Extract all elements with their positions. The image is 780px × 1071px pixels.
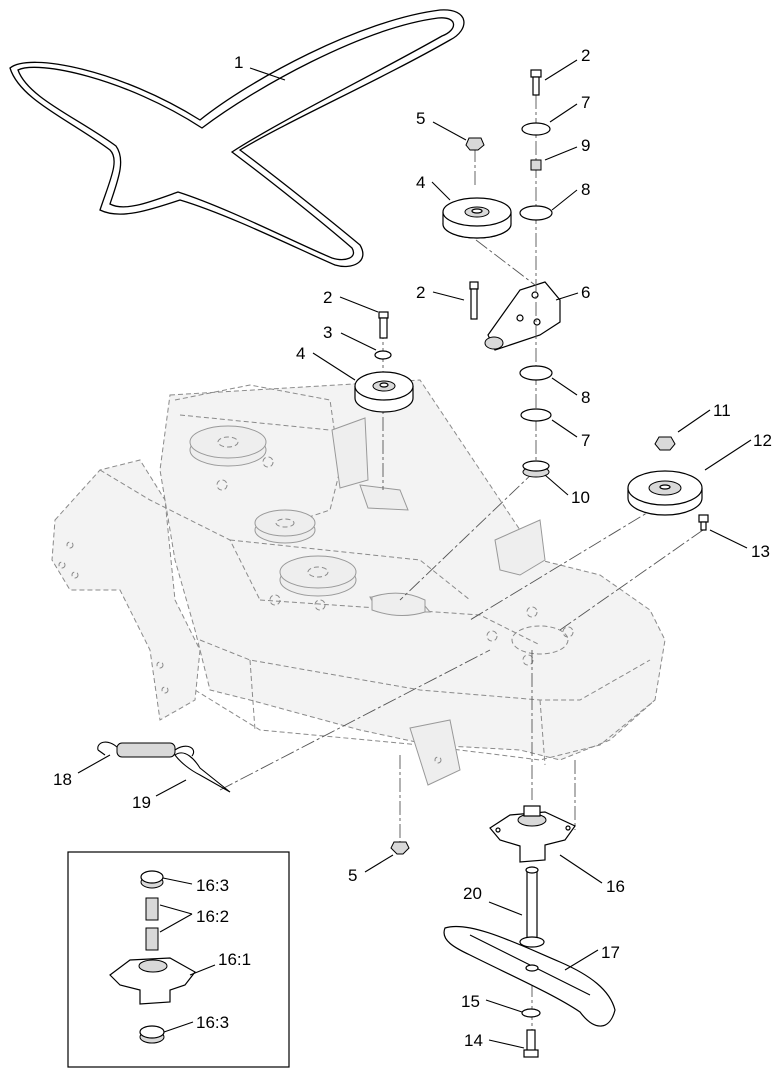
callout-inset-housing: 16:1 <box>218 950 251 969</box>
washer-top <box>521 122 551 136</box>
nut-bottom <box>390 841 410 855</box>
bolt-13 <box>698 514 709 531</box>
bolt-top <box>530 69 542 96</box>
callout-bolt-top: 2 <box>581 46 590 65</box>
hairpin <box>174 752 231 793</box>
deck-pulley-front <box>279 555 357 597</box>
callout-blade-washer: 15 <box>461 992 480 1011</box>
callout-shaft: 20 <box>463 884 482 903</box>
callout-belt: 1 <box>234 53 243 72</box>
idler-arm <box>484 281 561 351</box>
drive-pulley <box>627 470 703 516</box>
callout-spacer-10: 10 <box>571 488 590 507</box>
spacer-10 <box>522 460 550 478</box>
deck-pulley-center <box>254 509 316 544</box>
callout-spacer: 9 <box>581 136 590 155</box>
drive-belt <box>9 9 465 268</box>
callout-washer-top: 7 <box>581 93 590 112</box>
callout-blade-bolt: 14 <box>464 1031 483 1050</box>
callout-washer-8-top: 8 <box>581 180 590 199</box>
callout-idler-arm: 6 <box>581 283 590 302</box>
callout-blade: 17 <box>601 943 620 962</box>
callout-inset-bearing-top: 16:3 <box>196 876 229 895</box>
callout-pulley-lower: 4 <box>296 344 305 363</box>
nut-top <box>465 137 485 151</box>
leader-lines <box>77 59 752 1049</box>
callout-bolt-13: 13 <box>751 542 770 561</box>
callout-nut-bottom: 5 <box>348 866 357 885</box>
callout-spindle: 16 <box>606 877 625 896</box>
idler-pulley-lower <box>354 371 414 413</box>
callout-hairpin: 19 <box>132 793 151 812</box>
bolt-left <box>378 311 389 339</box>
callout-pulley-upper: 4 <box>416 173 425 192</box>
idler-pulley-upper <box>442 197 512 239</box>
callout-spring: 18 <box>53 770 72 789</box>
mower-deck-housing <box>51 379 666 786</box>
nut-11 <box>654 436 676 451</box>
callout-drive-pulley: 12 <box>753 431 772 450</box>
spacer <box>530 159 542 171</box>
spindle-detail-inset <box>67 851 290 1068</box>
callout-inset-spacer: 16:2 <box>196 907 229 926</box>
cutting-blade <box>443 925 616 1027</box>
callout-washer-8-lower: 8 <box>581 388 590 407</box>
washer-7-lower <box>520 408 552 422</box>
washer-3 <box>374 350 392 360</box>
blade-washer <box>521 1008 541 1018</box>
callout-nut-top: 5 <box>416 109 425 128</box>
washer-8-top <box>519 205 553 221</box>
callout-nut-11: 11 <box>713 401 731 420</box>
callout-bolt-side: 2 <box>416 283 425 302</box>
spindle-assembly <box>489 805 576 863</box>
washer-8-lower <box>519 365 553 381</box>
callout-washer-3: 3 <box>323 323 332 342</box>
callout-inset-bearing-bottom: 16:3 <box>196 1013 229 1032</box>
callout-washer-7-lower: 7 <box>581 431 590 450</box>
deck-pulley-left <box>189 425 267 467</box>
callout-bolt-left: 2 <box>323 288 332 307</box>
spring <box>97 741 194 758</box>
spindle-shaft <box>519 866 545 948</box>
bolt-side <box>469 281 479 320</box>
blade-bolt <box>523 1029 539 1058</box>
